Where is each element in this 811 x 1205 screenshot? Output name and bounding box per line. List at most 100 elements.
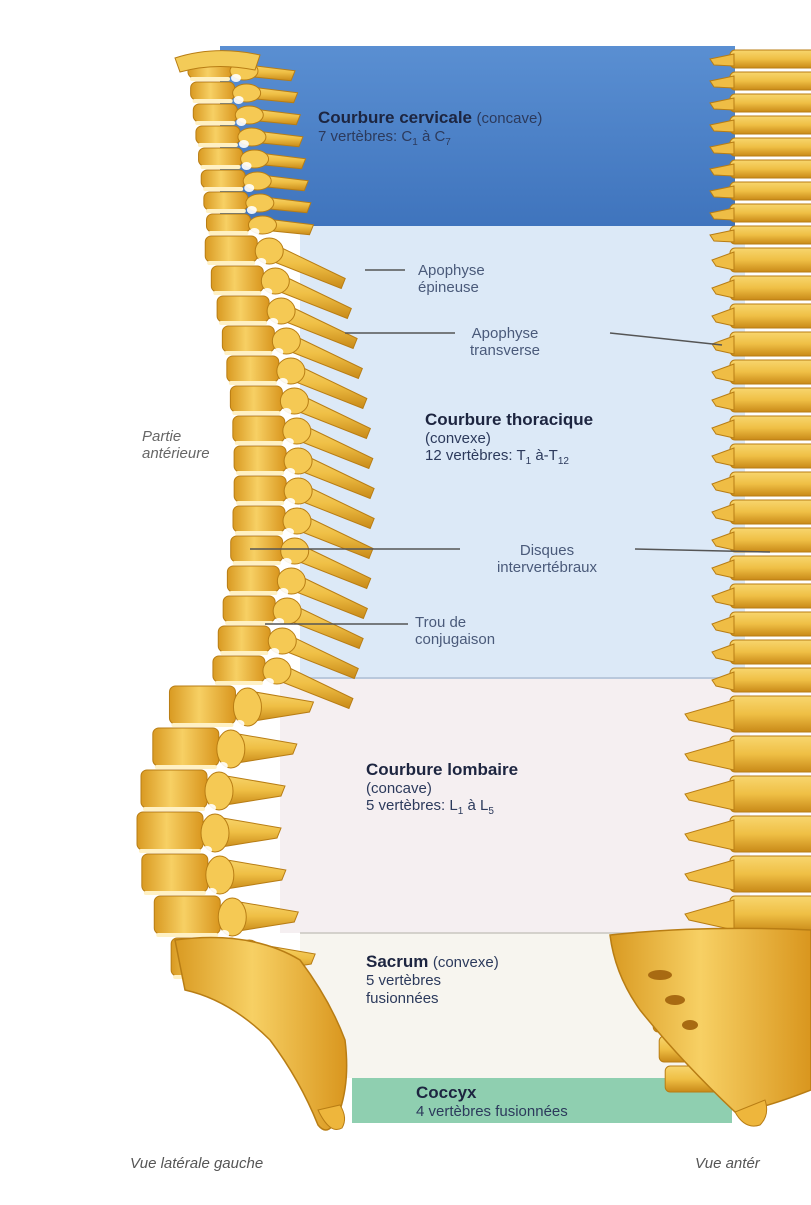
anterior-vertebra bbox=[730, 528, 811, 552]
coccyx-line2: 4 vertèbres fusionnées bbox=[416, 1103, 568, 1120]
vertebral-body bbox=[230, 386, 282, 412]
anterior-vertebra bbox=[730, 472, 811, 496]
disc bbox=[236, 501, 284, 505]
label-spinous-process: Apophyseépineuse bbox=[418, 262, 485, 297]
vertebral-body bbox=[211, 266, 263, 292]
disc bbox=[206, 209, 246, 213]
anterior-vertebra bbox=[730, 248, 811, 272]
disc bbox=[195, 121, 235, 125]
foramen bbox=[281, 408, 291, 416]
anterior-vertebra bbox=[730, 304, 811, 328]
foramen bbox=[242, 162, 252, 170]
disc bbox=[233, 561, 281, 565]
foramen bbox=[249, 228, 259, 236]
vertebral-body bbox=[233, 416, 285, 442]
anterior-vertebra bbox=[730, 612, 811, 636]
vertebral-body bbox=[142, 854, 208, 892]
foramen bbox=[247, 206, 257, 214]
label-anterior-part: Partieantérieure bbox=[142, 428, 210, 463]
lumbar-text: Courbure lombaire (concave) 5 vertèbres:… bbox=[366, 760, 518, 817]
caption-left-view: Vue latérale gauche bbox=[130, 1155, 263, 1172]
disc bbox=[207, 261, 255, 265]
vertebral-body bbox=[213, 656, 265, 682]
anterior-vertebra bbox=[730, 416, 811, 440]
anterior-vertebra bbox=[730, 896, 811, 932]
vertebral-body bbox=[233, 506, 285, 532]
vertebral-body bbox=[199, 148, 243, 166]
foramen bbox=[239, 140, 249, 148]
lumbar-qualifier: (concave) bbox=[366, 780, 518, 797]
vertebral-body bbox=[205, 236, 257, 262]
disc bbox=[236, 471, 284, 475]
disc bbox=[201, 165, 241, 169]
vertebral-body bbox=[154, 896, 220, 934]
disc bbox=[144, 891, 206, 895]
sacral-foramen bbox=[648, 970, 672, 980]
anterior-vertebra bbox=[730, 640, 811, 664]
vertebral-body bbox=[191, 82, 235, 100]
disc bbox=[229, 381, 277, 385]
lumbar-title: Courbure lombaire bbox=[366, 760, 518, 780]
foramen bbox=[273, 348, 283, 356]
foramen bbox=[285, 468, 295, 476]
vertebral-body bbox=[201, 170, 245, 188]
foramen bbox=[269, 648, 279, 656]
anterior-vertebra bbox=[730, 94, 811, 112]
thoracic-qualifier: (convexe) bbox=[425, 430, 593, 447]
vertebral-body bbox=[193, 104, 237, 122]
coccyx-title: Coccyx bbox=[416, 1083, 568, 1103]
anterior-vertebra bbox=[730, 816, 811, 852]
label-intervertebral-foramen: Trou deconjugaison bbox=[415, 614, 495, 649]
anterior-vertebra bbox=[730, 736, 811, 772]
anterior-vertebra bbox=[730, 182, 811, 200]
caption-right-view: Vue antér bbox=[695, 1155, 760, 1172]
disc bbox=[139, 849, 201, 853]
anterior-vertebra bbox=[730, 776, 811, 812]
vertebral-body bbox=[141, 770, 207, 808]
cervical-count: 7 vertèbres: C1 à C7 bbox=[318, 128, 542, 149]
vertebral-body bbox=[227, 566, 279, 592]
anterior-vertebra bbox=[730, 226, 811, 244]
foramen bbox=[256, 258, 266, 266]
foramen bbox=[282, 558, 292, 566]
foramen bbox=[278, 378, 288, 386]
disc bbox=[232, 411, 280, 415]
vertebral-body bbox=[223, 596, 275, 622]
vertebral-body bbox=[227, 356, 279, 382]
anterior-vertebra bbox=[730, 556, 811, 580]
disc bbox=[203, 187, 243, 191]
anterior-vertebra bbox=[730, 138, 811, 156]
foramen bbox=[218, 762, 228, 770]
disc bbox=[224, 351, 272, 355]
anterior-vertebra bbox=[730, 332, 811, 356]
foramen bbox=[234, 96, 244, 104]
anterior-vertebra bbox=[730, 444, 811, 468]
cervical-qualifier: (concave) bbox=[476, 110, 542, 127]
sacrum-text: Sacrum (convexe) 5 vertèbres fusionnées bbox=[366, 952, 499, 1007]
anterior-vertebra bbox=[730, 50, 811, 68]
foramen bbox=[236, 118, 246, 126]
foramen bbox=[262, 288, 272, 296]
foramen bbox=[202, 846, 212, 854]
disc bbox=[143, 807, 205, 811]
anterior-vertebra bbox=[730, 72, 811, 90]
disc bbox=[190, 77, 230, 81]
label-transverse-process: Apophysetransverse bbox=[470, 325, 540, 360]
foramen bbox=[264, 678, 274, 686]
foramen bbox=[285, 498, 295, 506]
anterior-vertebra bbox=[730, 160, 811, 178]
disc bbox=[219, 321, 267, 325]
vertebral-body bbox=[196, 126, 240, 144]
disc bbox=[208, 231, 248, 235]
vertebral-body bbox=[137, 812, 203, 850]
foramen bbox=[284, 528, 294, 536]
sacrum-title: Sacrum bbox=[366, 952, 428, 971]
sacral-foramen bbox=[665, 995, 685, 1005]
disc bbox=[235, 531, 283, 535]
disc bbox=[213, 291, 261, 295]
foramen bbox=[284, 438, 294, 446]
anterior-vertebra bbox=[730, 360, 811, 384]
foramen bbox=[207, 888, 217, 896]
